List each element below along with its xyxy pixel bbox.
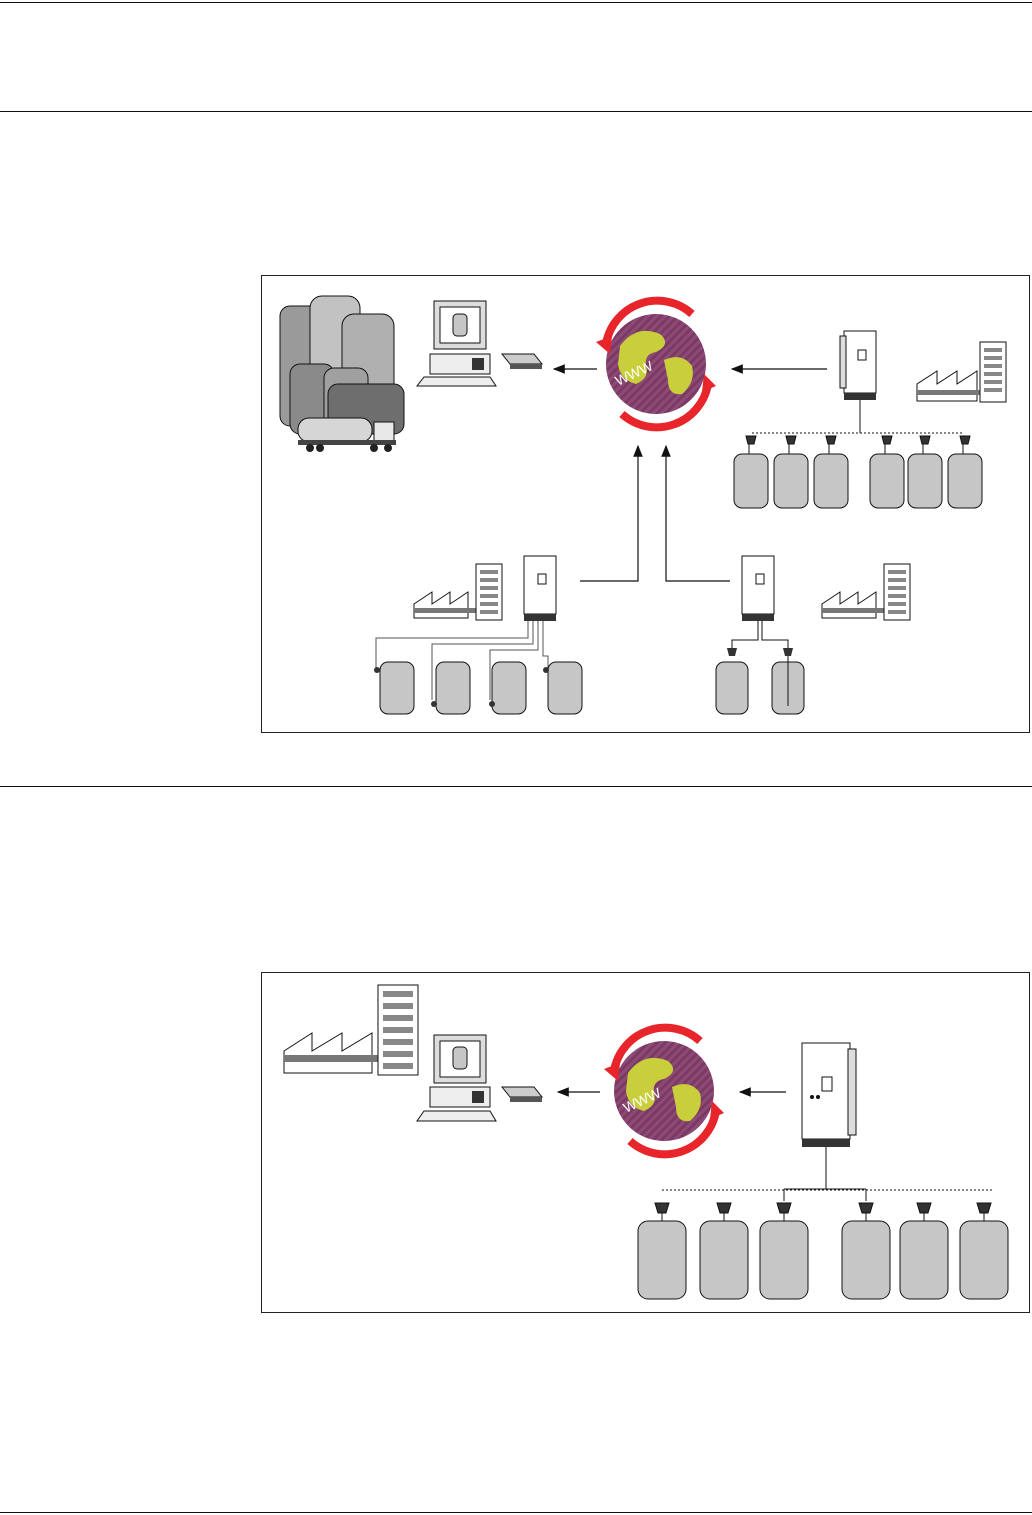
factory-building-left xyxy=(414,564,502,620)
sensor-bus xyxy=(662,1147,992,1201)
section-rule xyxy=(0,786,1032,787)
factory-building xyxy=(917,342,1006,402)
header-rule xyxy=(0,111,1032,112)
controller-unit-left xyxy=(524,556,556,621)
tank-row xyxy=(638,1203,1008,1299)
link-left-controller xyxy=(580,446,638,581)
modem xyxy=(502,1087,542,1102)
figure-1-diagram: WWW xyxy=(262,276,1029,732)
top-rule xyxy=(0,2,1032,3)
tank-row-bottom-right xyxy=(716,648,804,714)
controller-unit-right xyxy=(742,556,774,621)
figure-2-diagram: WWW xyxy=(262,973,1029,1312)
pc-workstation xyxy=(417,301,496,386)
controller-unit xyxy=(802,1043,856,1147)
figure-1-frame: WWW xyxy=(261,275,1030,733)
storage-silos xyxy=(280,296,404,434)
sensor-bus-top xyxy=(752,400,962,433)
link-right-controller xyxy=(666,446,730,581)
footer-rule xyxy=(0,1512,1032,1513)
factory-building xyxy=(284,985,418,1075)
internet-globe: WWW xyxy=(604,1028,724,1155)
wiring-right xyxy=(732,621,788,648)
modem xyxy=(502,354,542,369)
tanker-truck xyxy=(298,418,396,452)
tank-row-top-right xyxy=(734,436,982,508)
factory-building-right xyxy=(822,564,910,620)
pc-workstation xyxy=(417,1035,496,1121)
tank-row-bottom-left xyxy=(374,662,582,714)
internet-globe: WWW xyxy=(596,301,716,428)
figure-2-frame: WWW xyxy=(261,972,1030,1313)
controller-unit xyxy=(840,331,876,400)
